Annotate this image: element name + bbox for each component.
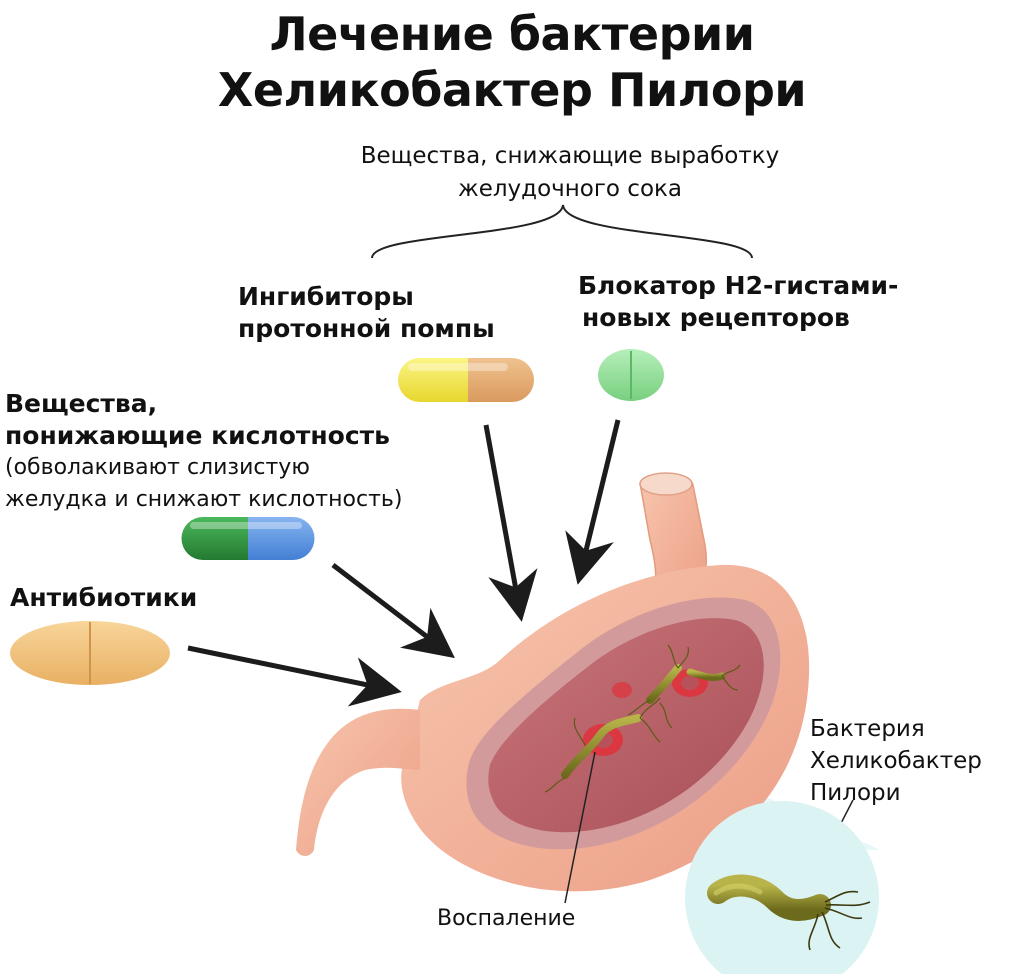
h2-tablet-icon xyxy=(598,349,664,401)
antibiotic-tablet-icon xyxy=(10,621,170,685)
antacids-label-line-4: желудка и снижают кислотность) xyxy=(5,487,403,512)
bacterium-magnified xyxy=(707,874,871,951)
inflammation-spot xyxy=(612,682,632,698)
inflammation-leader xyxy=(564,751,596,904)
arrow-h2 xyxy=(565,419,621,585)
arrow-ppi xyxy=(483,424,538,622)
antacids-label-line-2: понижающие кислотность xyxy=(5,421,390,450)
bacteria-callout-line-3: Пилори xyxy=(810,780,901,806)
ppi-label-line-1: Ингибиторы xyxy=(238,282,414,311)
duodenum xyxy=(296,708,420,856)
arrow-antacids xyxy=(331,563,455,659)
ppi-capsule-icon xyxy=(398,358,534,402)
bacteria-callout-line-2: Хеликобактер xyxy=(810,748,982,774)
title-line-1: Лечение бактерии xyxy=(269,7,755,61)
ppi-label: Ингибиторы протонной помпы xyxy=(238,281,495,345)
inflammation-callout: Воспаление xyxy=(437,906,576,931)
title-line-2: Хеликобактер Пилори xyxy=(217,63,807,117)
h2-label: Блокатор Н2-гистами- новых рецепторов xyxy=(578,270,898,334)
ppi-label-line-2: протонной помпы xyxy=(238,314,495,343)
arrow-antibiotics xyxy=(187,645,402,707)
antacids-label: Вещества, понижающие кислотность (обвола… xyxy=(5,388,402,516)
antibiotics-label: Антибиотики xyxy=(10,582,197,614)
bacteria-cluster xyxy=(544,644,741,793)
antibiotics-label-line-1: Антибиотики xyxy=(10,583,198,612)
brace-label-line-1: Вещества, снижающие выработку xyxy=(360,143,780,169)
antacids-label-line-3: (обволакивают слизистую xyxy=(5,455,310,480)
h2-label-line-2: новых рецепторов xyxy=(582,303,850,332)
page-title: Лечение бактерии Хеликобактер Пилори xyxy=(0,6,1024,118)
brace-label-line-2: желудочного сока xyxy=(457,176,683,202)
magnifier-circle xyxy=(685,801,879,974)
antacid-capsule-icon xyxy=(181,517,315,560)
brace-label: Вещества, снижающие выработку желудочног… xyxy=(240,140,900,206)
bacteria-callout-line-1: Бактерия xyxy=(810,716,925,742)
antacids-label-line-1: Вещества, xyxy=(5,389,158,418)
esophagus-opening xyxy=(639,472,693,496)
curly-brace xyxy=(371,204,753,259)
bacteria-callout: Бактерия Хеликобактер Пилори xyxy=(810,713,982,809)
h2-label-line-1: Блокатор Н2-гистами- xyxy=(578,271,899,300)
